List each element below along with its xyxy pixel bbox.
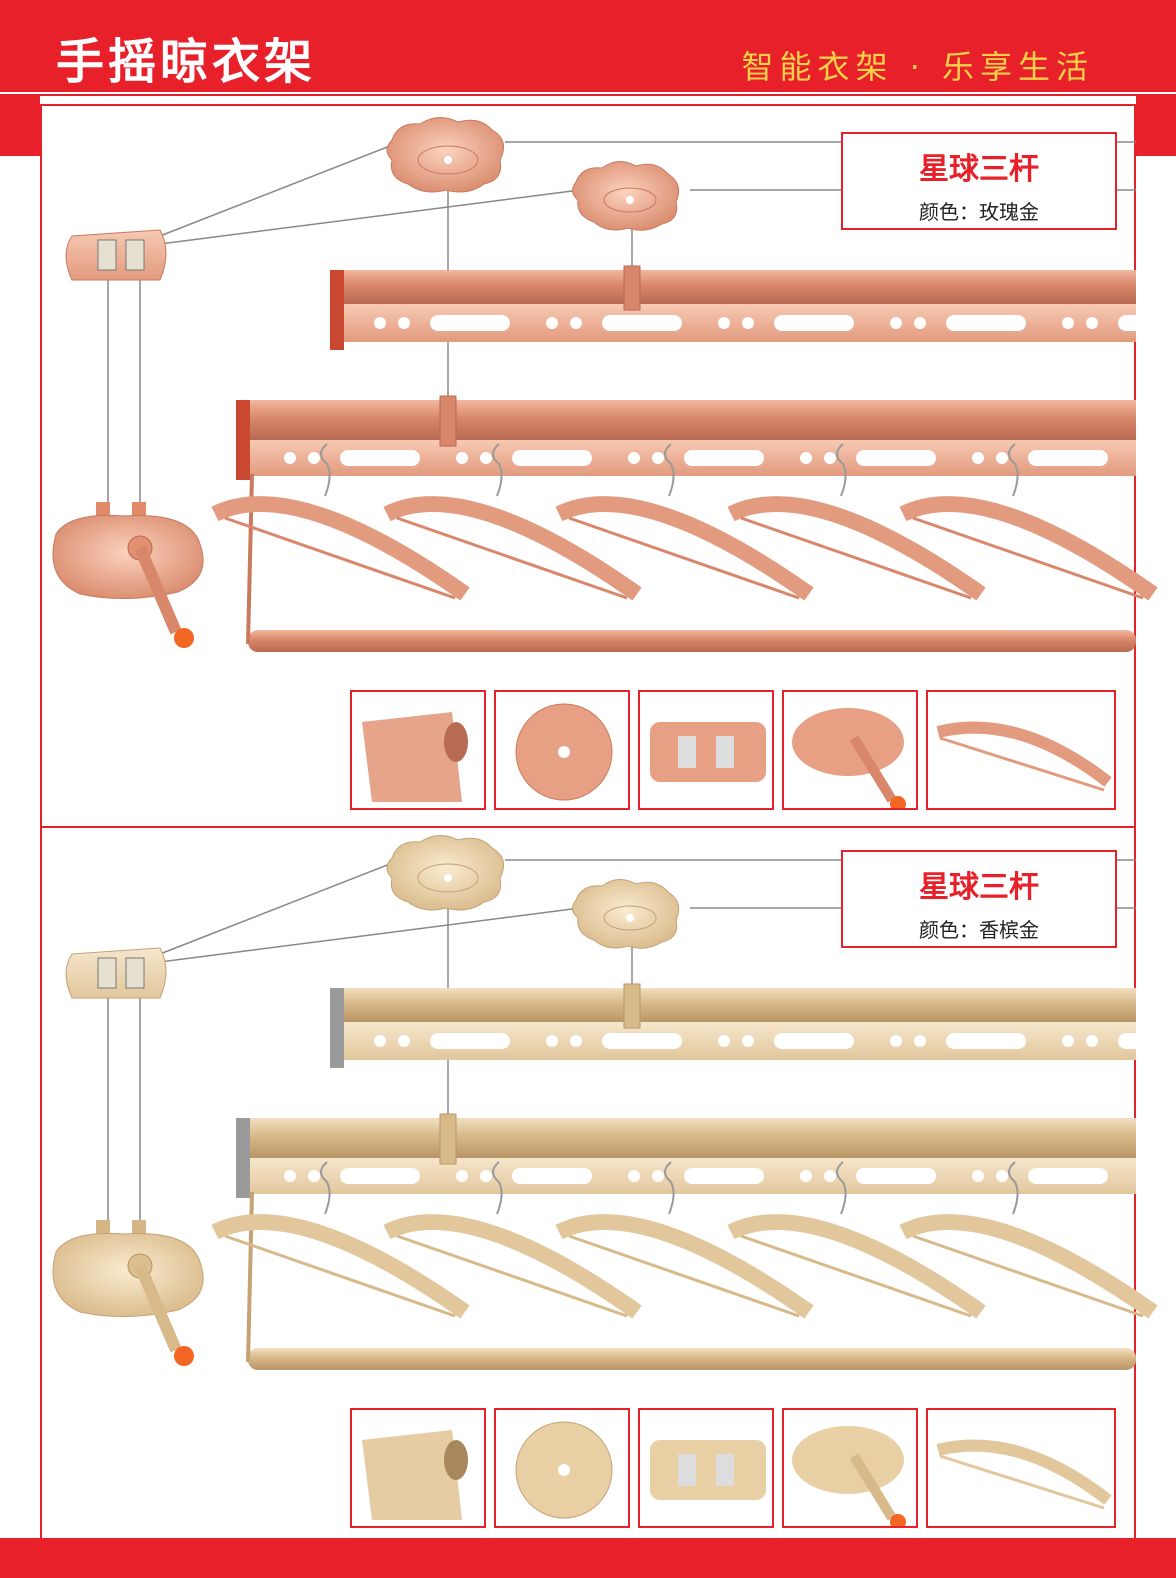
pulley-block bbox=[65, 947, 167, 999]
ceiling-disc-2 bbox=[572, 879, 680, 949]
bottom-bar bbox=[248, 630, 1136, 652]
section-divider bbox=[40, 826, 1136, 828]
right-red-tab bbox=[1136, 96, 1176, 156]
left-red-tab bbox=[0, 96, 40, 156]
top-pole bbox=[330, 265, 1136, 350]
hand-crank bbox=[52, 502, 204, 648]
product-model: 星球三杆 bbox=[919, 870, 1039, 905]
product-section-rose-gold: 星球三杆 颜色：玫瑰金 bbox=[0, 104, 1176, 824]
thumb-hanger bbox=[926, 690, 1116, 810]
product-section-champagne-gold: 星球三杆 颜色：香槟金 bbox=[0, 822, 1176, 1542]
header-bar bbox=[0, 0, 1176, 92]
front-pole bbox=[236, 1113, 1136, 1198]
header-slogan: 智能衣架 · 乐享生活 bbox=[741, 48, 1094, 86]
rack-illustration bbox=[52, 835, 1176, 1370]
product-color: 颜色：香槟金 bbox=[919, 918, 1039, 942]
thumb-pole-end bbox=[350, 1408, 486, 1528]
front-pole bbox=[236, 395, 1136, 480]
hand-crank bbox=[52, 1220, 204, 1366]
thumb-pulley-block bbox=[638, 690, 774, 810]
thumb-hand-crank bbox=[782, 1408, 918, 1528]
thumb-ceiling-mount bbox=[494, 1408, 630, 1528]
header-divider bbox=[0, 94, 1176, 96]
pulley-block bbox=[65, 229, 167, 281]
ceiling-disc-2 bbox=[572, 161, 680, 231]
rack-illustration bbox=[52, 117, 1176, 652]
product-color: 颜色：玫瑰金 bbox=[919, 200, 1039, 224]
thumb-pulley-block bbox=[638, 1408, 774, 1528]
ceiling-disc-1 bbox=[386, 835, 505, 911]
footer-bar bbox=[0, 1538, 1176, 1578]
thumb-hanger bbox=[926, 1408, 1116, 1528]
thumb-pole-end bbox=[350, 690, 486, 810]
top-pole bbox=[330, 983, 1136, 1068]
page-title: 手摇晾衣架 bbox=[56, 34, 317, 90]
bottom-bar bbox=[248, 1348, 1136, 1370]
thumb-hand-crank bbox=[782, 690, 918, 810]
content-frame bbox=[40, 104, 1136, 1538]
product-info-box: 星球三杆 颜色：玫瑰金 bbox=[841, 132, 1117, 230]
product-info-box: 星球三杆 颜色：香槟金 bbox=[841, 850, 1117, 948]
ceiling-disc-1 bbox=[386, 117, 505, 193]
thumb-ceiling-mount bbox=[494, 690, 630, 810]
product-model: 星球三杆 bbox=[919, 152, 1039, 187]
